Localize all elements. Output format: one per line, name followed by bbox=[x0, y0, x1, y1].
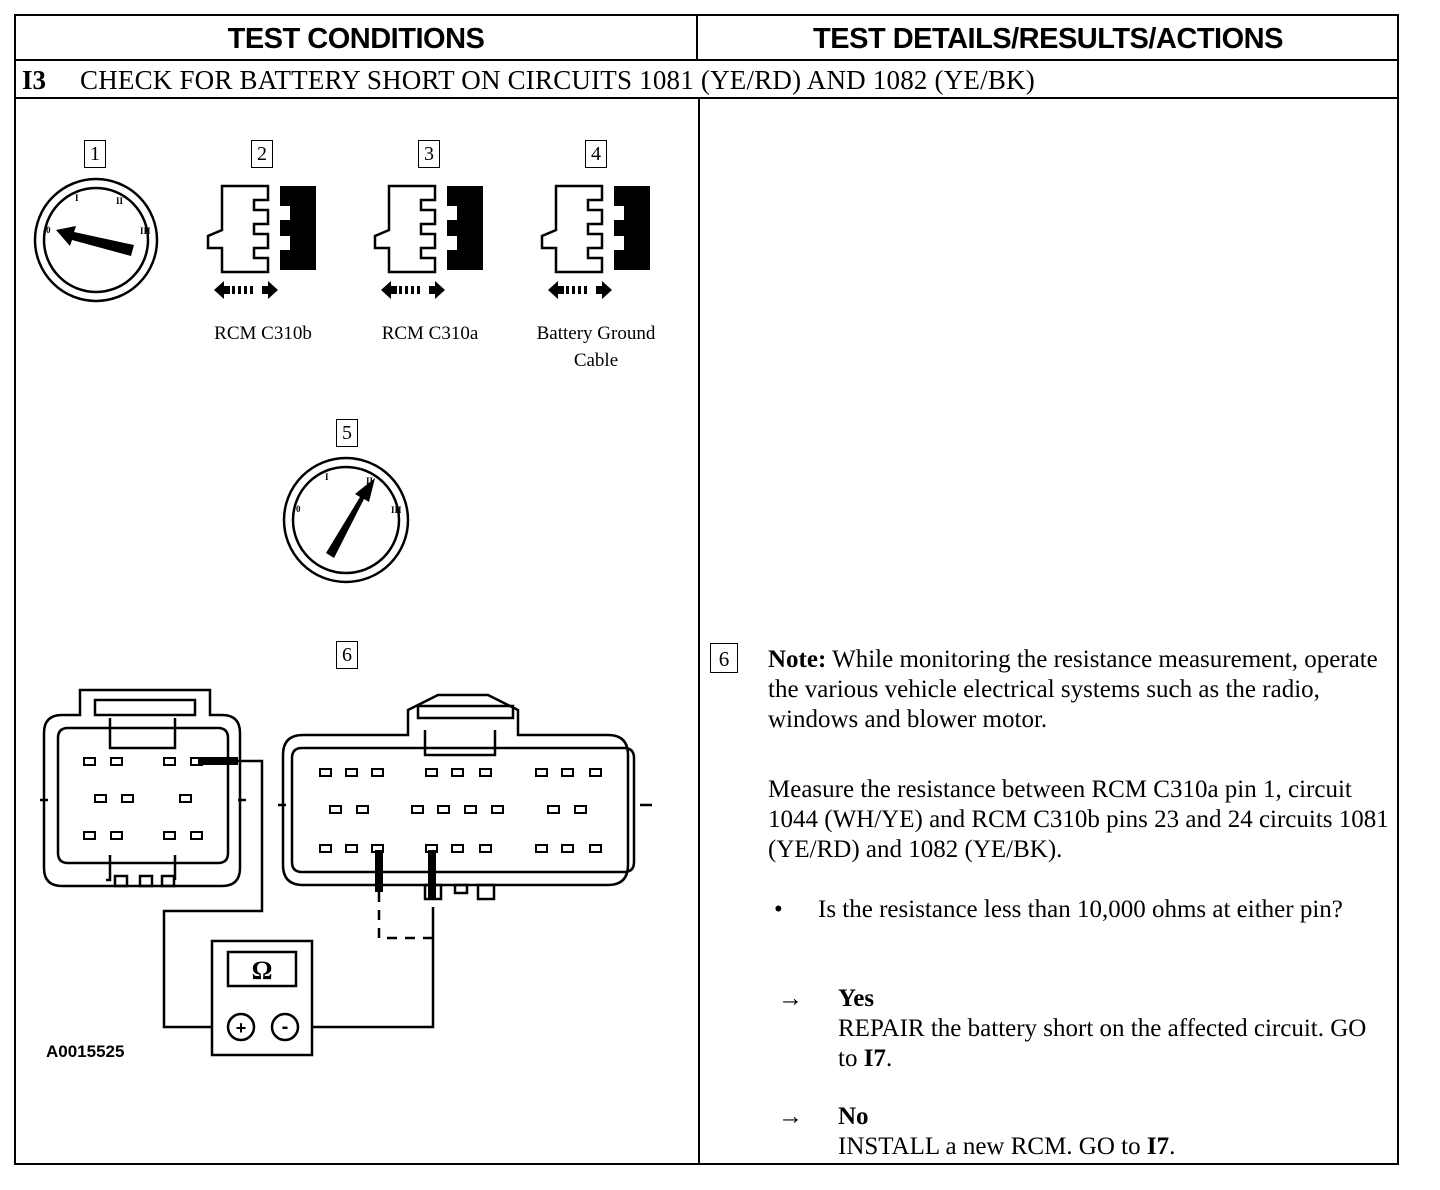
question-text: Is the resistance less than 10,000 ohms … bbox=[818, 896, 1343, 923]
yes-period: . bbox=[885, 1045, 893, 1072]
note-paragraph: Note: While monitoring the resistance me… bbox=[768, 645, 1394, 735]
header-test-details: TEST DETAILS/RESULTS/ACTIONS bbox=[813, 23, 1283, 55]
no-label: No bbox=[838, 1103, 869, 1130]
header-test-conditions: TEST CONDITIONS bbox=[16, 16, 698, 59]
plus-terminal: + bbox=[236, 1018, 247, 1038]
step-box-1: 1 bbox=[84, 140, 106, 168]
yes-action-text: REPAIR the battery short on the affected… bbox=[838, 1015, 1367, 1072]
step-box-4: 4 bbox=[585, 140, 607, 168]
disconnect-battery-icon bbox=[540, 184, 652, 301]
ohmmeter-icon: Ω + - bbox=[210, 939, 314, 1057]
table-header: TEST CONDITIONS TEST DETAILS/RESULTS/ACT… bbox=[16, 16, 1397, 61]
yes-goto: I7 bbox=[863, 1045, 886, 1072]
key-label-1: I bbox=[75, 193, 79, 203]
no-action-text: INSTALL a new RCM. GO to bbox=[838, 1133, 1147, 1160]
caption-battery-ground: Battery Ground Cable bbox=[506, 320, 686, 374]
key-label-1b: I bbox=[325, 472, 329, 482]
caption-battery-ground-line2: Cable bbox=[573, 350, 619, 371]
column-divider bbox=[698, 99, 700, 1165]
step-title-row: I3 CHECK FOR BATTERY SHORT ON CIRCUITS 1… bbox=[16, 61, 1397, 99]
note-label: Note: bbox=[768, 646, 827, 673]
step-box-2: 2 bbox=[251, 140, 273, 168]
details-step-box: 6 bbox=[710, 643, 738, 673]
no-branch: No INSTALL a new RCM. GO to I7. bbox=[838, 1102, 1378, 1162]
no-period: . bbox=[1169, 1133, 1176, 1160]
key-label-0b: 0 bbox=[296, 504, 301, 514]
meter-leads bbox=[162, 759, 435, 1029]
no-action: INSTALL a new RCM. GO to I7. bbox=[838, 1132, 1378, 1162]
minus-terminal: - bbox=[282, 1016, 289, 1038]
c310a-pins bbox=[83, 757, 203, 840]
yes-arrow: → bbox=[778, 985, 803, 1012]
key-label-0: 0 bbox=[46, 225, 51, 235]
caption-rcm-c310a: RCM C310a bbox=[381, 323, 479, 344]
procedure-table: TEST CONDITIONS TEST DETAILS/RESULTS/ACT… bbox=[14, 14, 1399, 1165]
step-box-3: 3 bbox=[418, 140, 440, 168]
disconnect-c310a-icon bbox=[373, 184, 485, 301]
measure-instruction: Measure the resistance between RCM C310a… bbox=[768, 776, 1389, 863]
test-probes bbox=[198, 757, 436, 898]
rcm-c310a-connector bbox=[40, 688, 246, 888]
ignition-off-icon: 0 I II III bbox=[33, 177, 159, 303]
key-label-3b: III bbox=[391, 505, 402, 515]
rcm-c310b-connector bbox=[278, 693, 652, 901]
yes-action: REPAIR the battery short on the affected… bbox=[838, 1014, 1378, 1074]
key-label-2: II bbox=[116, 196, 124, 206]
key-label-2b: II bbox=[366, 476, 374, 486]
figure-id: A0015525 bbox=[46, 1042, 124, 1061]
no-arrow: → bbox=[778, 1103, 803, 1130]
step-box-6: 6 bbox=[336, 641, 358, 669]
ignition-on-icon: 0 I II III bbox=[282, 456, 410, 584]
question-bullet: • bbox=[774, 896, 783, 923]
step-title: CHECK FOR BATTERY SHORT ON CIRCUITS 1081… bbox=[80, 65, 1035, 95]
disconnect-c310b-icon bbox=[206, 184, 318, 301]
yes-branch: Yes REPAIR the battery short on the affe… bbox=[838, 984, 1378, 1074]
caption-rcm-c310b: RCM C310b bbox=[214, 323, 312, 344]
no-goto: I7 bbox=[1146, 1133, 1170, 1160]
key-label-3: III bbox=[140, 226, 151, 236]
step-box-5: 5 bbox=[336, 419, 358, 447]
c310b-pins bbox=[319, 768, 602, 853]
ohm-symbol: Ω bbox=[252, 956, 273, 985]
step-id: I3 bbox=[22, 65, 47, 95]
yes-label: Yes bbox=[838, 985, 875, 1012]
caption-battery-ground-line1: Battery Ground bbox=[536, 323, 656, 344]
note-text: While monitoring the resistance measurem… bbox=[768, 646, 1378, 733]
